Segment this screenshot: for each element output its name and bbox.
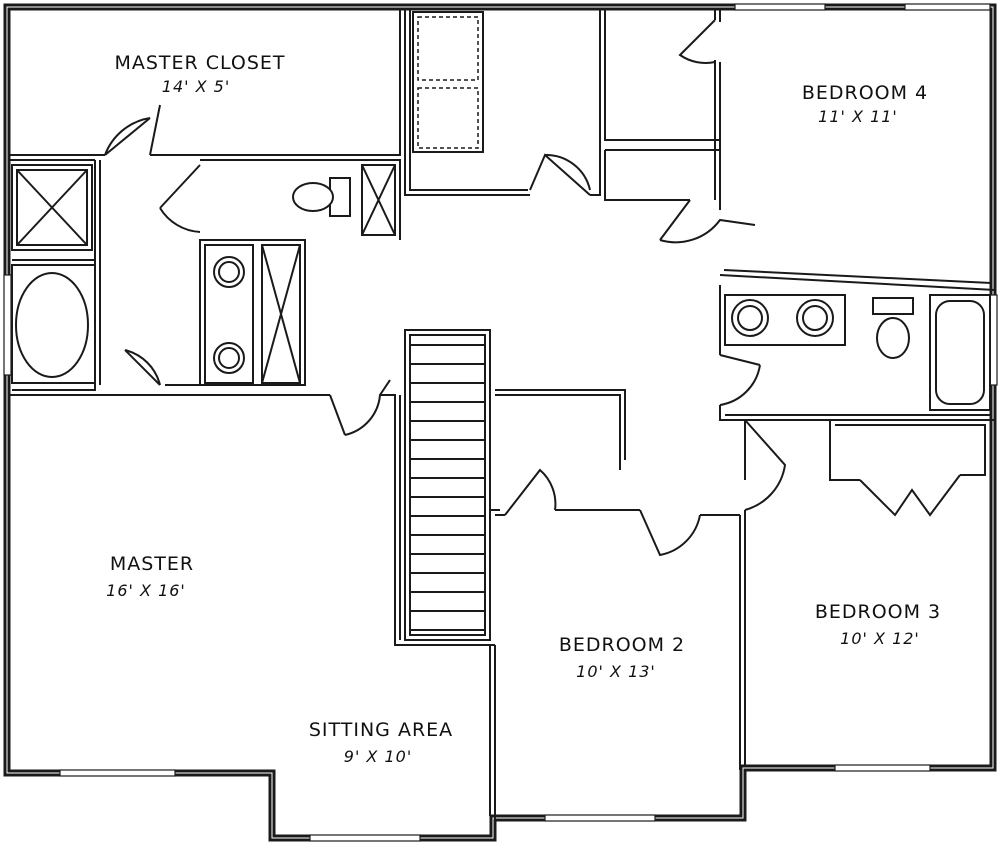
windows [3,3,998,842]
staircase [404,329,491,641]
master-closet-dim: 14' X 5' [162,77,230,96]
master-closet-name: MASTER CLOSET [114,52,285,74]
sitting-area-dim: 9' X 10' [344,747,412,766]
doors [104,19,961,557]
master-dim: 16' X 16' [106,581,186,600]
bedroom2-name: BEDROOM 2 [559,634,685,656]
master-name: MASTER [110,553,194,575]
sitting-area-name: SITTING AREA [309,719,453,741]
bedroom3-dim: 10' X 12' [840,629,920,648]
exterior-walls [3,3,997,842]
bedroom4-name: BEDROOM 4 [802,82,928,104]
bedroom4-dim: 11' X 11' [818,107,898,126]
interior-walls [9,10,996,820]
room-labels: MASTER CLOSET 14' X 5' BEDROOM 4 11' X 1… [106,52,941,766]
fixtures [11,11,991,411]
bedroom2-dim: 10' X 13' [576,662,656,681]
bedroom3-name: BEDROOM 3 [815,601,941,623]
